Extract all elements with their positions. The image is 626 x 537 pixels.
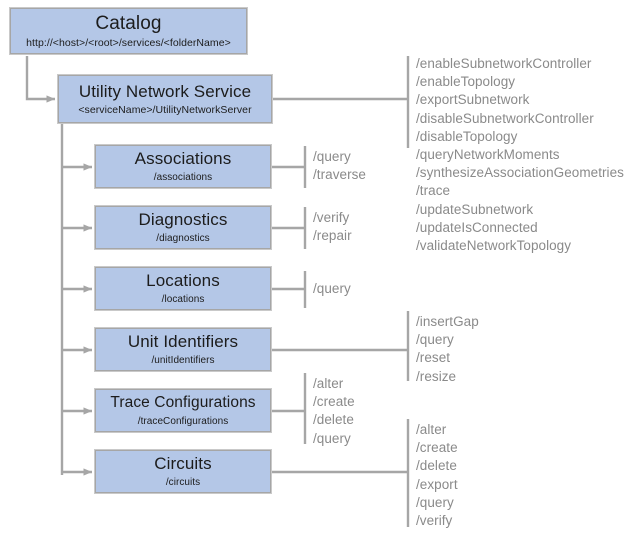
oplist-utility-network-service: /enableSubnetworkController /enableTopol… <box>416 55 624 255</box>
oplist-diagnostics: /verify /repair <box>313 209 352 245</box>
op-item[interactable]: /exportSubnetwork <box>416 92 530 108</box>
op-item[interactable]: /validateNetworkTopology <box>416 238 572 254</box>
node-utility-network-service[interactable]: Utility Network Service <serviceName>/Ut… <box>58 75 272 123</box>
node-unit-identifiers-title: Unit Identifiers <box>127 332 239 351</box>
node-catalog-path: http://<host>/<root>/services/<folderNam… <box>26 36 231 49</box>
node-associations-title: Associations <box>134 149 232 168</box>
node-unit-identifiers-path: /unitIdentifiers <box>151 355 215 366</box>
node-catalog[interactable]: Catalog http://<host>/<root>/services/<f… <box>10 8 247 54</box>
oplist-associations: /query /traverse <box>313 148 366 184</box>
oplist-trace-configurations: /alter /create /delete /query <box>313 375 355 448</box>
op-item[interactable]: /delete <box>416 458 457 474</box>
node-utility-network-service-path: <serviceName>/UtilityNetworkServer <box>78 103 252 116</box>
node-associations[interactable]: Associations /associations <box>95 145 271 188</box>
op-item[interactable]: /repair <box>313 228 352 244</box>
op-item[interactable]: /disableSubnetworkController <box>416 110 594 126</box>
node-catalog-title: Catalog <box>95 12 162 34</box>
op-item[interactable]: /reset <box>416 350 451 366</box>
connector-catalog-to-service <box>25 56 56 103</box>
op-item[interactable]: /trace <box>416 183 451 199</box>
op-item[interactable]: /alter <box>313 376 344 391</box>
op-item[interactable]: /insertGap <box>416 314 479 329</box>
node-diagnostics-path: /diagnostics <box>156 233 210 244</box>
op-item[interactable]: /verify <box>416 513 453 529</box>
node-associations-path: /associations <box>153 172 213 183</box>
op-item[interactable]: /disableTopology <box>416 128 518 144</box>
op-item[interactable]: /traverse <box>313 167 366 183</box>
node-circuits-title: Circuits <box>154 454 212 473</box>
op-item[interactable]: /alter <box>416 422 447 437</box>
node-trace-configurations[interactable]: Trace Configurations /traceConfiguration… <box>95 389 271 432</box>
op-item[interactable]: /resize <box>416 368 457 384</box>
op-item[interactable]: /enableSubnetworkController <box>416 56 592 71</box>
op-item[interactable]: /export <box>416 476 458 492</box>
node-circuits-path: /circuits <box>165 477 201 488</box>
node-locations-path: /locations <box>161 294 205 305</box>
op-item[interactable]: /delete <box>313 412 354 428</box>
op-item[interactable]: /query <box>416 332 454 348</box>
node-locations[interactable]: Locations /locations <box>95 267 271 310</box>
op-item[interactable]: /query <box>313 430 351 446</box>
op-item[interactable]: /synthesizeAssociationGeometries <box>416 165 624 181</box>
node-trace-configurations-path: /traceConfigurations <box>137 416 229 427</box>
op-item[interactable]: /query <box>416 494 454 510</box>
oplist-unit-identifiers: /insertGap /query /reset /resize <box>416 313 479 386</box>
op-item[interactable]: /verify <box>313 210 350 225</box>
node-diagnostics[interactable]: Diagnostics /diagnostics <box>95 206 271 249</box>
op-item[interactable]: /create <box>313 394 355 410</box>
op-item[interactable]: /queryNetworkMoments <box>416 147 560 163</box>
op-item[interactable]: /create <box>416 440 458 456</box>
op-item[interactable]: /updateSubnetwork <box>416 201 534 217</box>
node-locations-title: Locations <box>146 271 220 290</box>
node-diagnostics-title: Diagnostics <box>138 210 228 229</box>
oplist-circuits: /alter /create /delete /export /query /v… <box>416 421 458 530</box>
node-circuits[interactable]: Circuits /circuits <box>95 450 271 493</box>
oplist-locations: /query <box>313 280 351 298</box>
op-item[interactable]: /query <box>313 149 351 164</box>
op-item[interactable]: /query <box>313 281 351 296</box>
op-item[interactable]: /enableTopology <box>416 74 516 90</box>
node-unit-identifiers[interactable]: Unit Identifiers /unitIdentifiers <box>95 328 271 371</box>
op-item[interactable]: /updateIsConnected <box>416 219 538 235</box>
node-utility-network-service-title: Utility Network Service <box>78 81 252 101</box>
node-trace-configurations-title: Trace Configurations <box>110 394 256 411</box>
